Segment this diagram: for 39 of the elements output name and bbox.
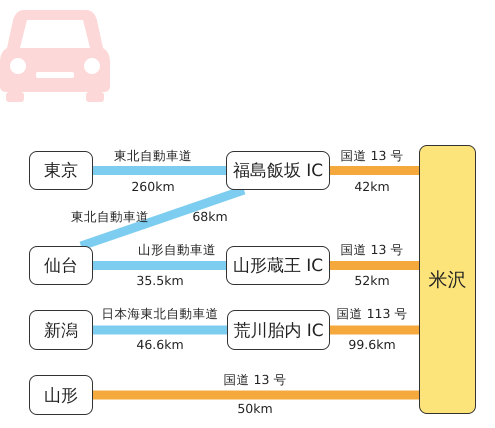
distance-label: 35.5km (136, 274, 184, 288)
road-name: 東北自動車道 (114, 150, 192, 162)
place-name: 米沢 (428, 268, 466, 292)
road-name: 山形自動車道 (138, 244, 216, 256)
place-box (29, 246, 93, 285)
road-line (93, 261, 226, 270)
place-name: 山形蔵王 IC (232, 255, 324, 277)
road-name: 国道 13 号 (224, 374, 286, 386)
place-name: 荒川胎内 IC (233, 320, 324, 342)
place-name: 山形 (44, 384, 78, 406)
place-name: 新潟 (44, 320, 78, 342)
place-box (226, 151, 330, 190)
road-name: 東北自動車道 (71, 210, 149, 224)
road-line (93, 390, 419, 400)
place-box (29, 151, 93, 190)
distance-label: 260km (131, 180, 175, 194)
road-line (330, 326, 419, 334)
destination-box (419, 145, 476, 414)
place-name: 東京 (44, 160, 78, 182)
distance-label: 46.6km (136, 338, 184, 352)
distance-label: 42km (354, 180, 390, 194)
road-line (330, 261, 419, 270)
distance-label: 52km (354, 274, 390, 288)
place-name: 福島飯坂 IC (232, 160, 324, 182)
road-name: 国道 13 号 (340, 150, 404, 162)
road-line (330, 166, 419, 175)
distance-label: 50km (237, 402, 273, 416)
place-box (227, 310, 330, 350)
distance-label: 68km (192, 210, 228, 224)
road-name: 国道 113 号 (336, 308, 408, 320)
place-box (226, 246, 330, 285)
distance-label: 99.6km (348, 338, 396, 352)
road-line (93, 326, 227, 334)
place-box (29, 375, 93, 415)
road-line (93, 166, 226, 175)
place-name: 仙台 (44, 255, 78, 277)
road-name: 国道 13 号 (340, 244, 404, 256)
place-box (29, 310, 93, 350)
road-name: 日本海東北自動車道 (102, 308, 218, 320)
